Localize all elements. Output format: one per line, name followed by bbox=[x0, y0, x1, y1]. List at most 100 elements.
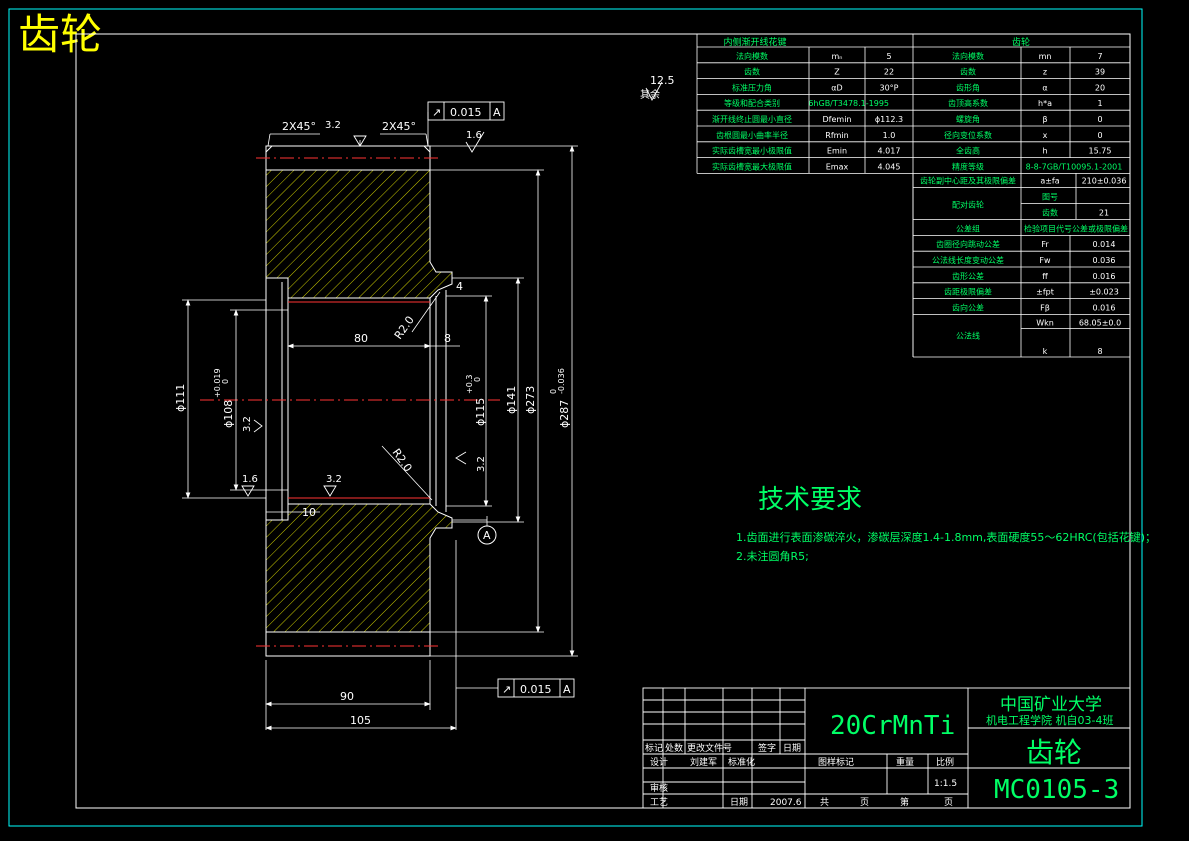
tolerance-row-symbol: ff bbox=[1042, 272, 1048, 281]
tb-label-mark: 标记 bbox=[645, 742, 663, 754]
dim-len4: 4 bbox=[456, 280, 463, 293]
tb-college: 机电工程学院 机自03-4班 bbox=[986, 713, 1113, 727]
gear-row-label: 齿形角 bbox=[956, 82, 980, 92]
tb-label-process: 工艺 bbox=[650, 797, 668, 808]
tolerance-header-items: 检验项目代号公差或极限偏差 bbox=[1024, 223, 1128, 233]
dim-len80: 80 bbox=[354, 332, 368, 345]
tb-label-page: 页 bbox=[860, 797, 869, 808]
spline-row-symbol: mₙ bbox=[832, 52, 843, 61]
gear-row-value: 20 bbox=[1095, 83, 1105, 92]
dim-d108-tol-up: +0.019 bbox=[213, 368, 222, 398]
tb-designer: 刘建军 bbox=[690, 756, 717, 768]
tb-label-stage: 图样标记 bbox=[818, 756, 854, 768]
gear-row-label: 法向模数 bbox=[952, 51, 984, 61]
spline-row-value: 30°P bbox=[879, 83, 898, 92]
tb-date-value: 2007.6 bbox=[770, 798, 802, 808]
gear-row-symbol: α bbox=[1042, 83, 1047, 92]
tolerance-bottom-value: 0.015 bbox=[520, 683, 552, 696]
tb-label-scale: 比例 bbox=[936, 756, 954, 768]
tb-drawing-no: MC0105-3 bbox=[994, 775, 1119, 805]
tb-label-page2: 页 bbox=[944, 797, 953, 808]
tolerance-top-datum: A bbox=[493, 106, 501, 119]
tb-label-review: 审核 bbox=[650, 782, 668, 794]
dim-d141: ϕ141 bbox=[505, 386, 518, 414]
gear-row-label: 齿数 bbox=[960, 67, 976, 77]
dim-d108: ϕ108 bbox=[222, 400, 235, 428]
common-normal-k-value: 8 bbox=[1097, 347, 1102, 356]
gear-row-value: 0 bbox=[1097, 131, 1102, 140]
spline-row-symbol: 6hGB/T3478.1-1995 bbox=[808, 99, 889, 108]
gear-row-symbol: h*a bbox=[1038, 99, 1052, 108]
spline-row-label: 齿数 bbox=[744, 67, 760, 77]
dim-d273: ϕ273 bbox=[524, 386, 537, 414]
mating-gear-teeth-label: 齿数 bbox=[1042, 207, 1058, 217]
tolerance-row-label: 齿圈径向跳动公差 bbox=[936, 239, 1000, 249]
dim-d111: ϕ111 bbox=[174, 384, 187, 412]
gear-row-symbol: mn bbox=[1039, 52, 1052, 61]
spline-row-label: 实际齿槽宽最小极限值 bbox=[712, 146, 792, 156]
gear-row-value: 7 bbox=[1097, 52, 1102, 61]
dimension-lines bbox=[182, 112, 578, 731]
gear-row-symbol: β bbox=[1042, 115, 1047, 124]
spline-row-label: 渐开线终止圆最小直径 bbox=[712, 114, 792, 124]
tolerance-top-value: 0.015 bbox=[450, 106, 482, 119]
spline-row-label: 齿根圆最小曲率半径 bbox=[716, 130, 788, 140]
spline-row-value: 22 bbox=[884, 68, 894, 77]
roughness-side-top: 1.6 bbox=[466, 130, 482, 141]
gear-row-label: 径向变位系数 bbox=[944, 130, 992, 140]
spline-row-symbol: αD bbox=[831, 83, 842, 92]
dimension-texts: 2X45° 2X45° 3.2 1.6 其余 12.5 ϕ111 ϕ108 +0… bbox=[174, 74, 675, 727]
chamfer-left-label: 2X45° bbox=[282, 120, 316, 133]
dim-d108-tol-low: 0 bbox=[221, 379, 230, 384]
common-normal-k: k bbox=[1043, 347, 1048, 356]
spline-row-value: 4.017 bbox=[878, 147, 901, 156]
tolerance-row-value: 0.036 bbox=[1093, 256, 1116, 265]
spline-row-symbol: Z bbox=[834, 68, 840, 77]
outer-border bbox=[8, 8, 1143, 827]
datum-circle bbox=[477, 525, 497, 545]
dim-d115-tol-up: +0.3 bbox=[465, 375, 474, 394]
spline-row-symbol: Emin bbox=[827, 147, 847, 156]
gear-row-symbol: z bbox=[1043, 68, 1047, 77]
gear-section bbox=[200, 145, 500, 657]
inner-frame bbox=[75, 33, 1131, 809]
center-distance-label: 齿轮副中心距及其极限偏差 bbox=[920, 175, 1016, 185]
tolerance-header-group: 公差组 bbox=[956, 223, 980, 233]
tb-label-sign: 签字 bbox=[758, 742, 776, 754]
gear-row-label: 齿顶高系数 bbox=[948, 98, 988, 108]
gear-row-value: 0 bbox=[1097, 115, 1102, 124]
gear-row-label: 螺旋角 bbox=[956, 114, 980, 124]
tb-label-change-doc: 更改文件号 bbox=[687, 742, 732, 754]
dim-d115: ϕ115 bbox=[474, 398, 487, 426]
gear-table-title: 齿轮 bbox=[1012, 36, 1030, 48]
tolerance-row-value: 0.016 bbox=[1093, 303, 1116, 312]
bore bbox=[287, 297, 431, 505]
tb-label-date: 日期 bbox=[783, 743, 801, 754]
roughness-bore-bottom-left: 1.6 bbox=[242, 474, 258, 485]
tech-requirements-title: 技术要求 bbox=[758, 485, 862, 515]
tolerance-row-symbol: Fw bbox=[1039, 256, 1051, 265]
tolerance-row-label: 齿形公差 bbox=[952, 271, 984, 281]
gear-row-label: 全齿高 bbox=[956, 146, 980, 156]
roughness-symbols bbox=[241, 81, 663, 497]
tb-part-name: 齿轮 bbox=[1026, 736, 1082, 769]
tech-requirement-1: 1.齿面进行表面渗碳淬火，渗碳层深度1.4-1.8mm,表面硬度55～62HRC… bbox=[736, 530, 1156, 544]
tolerance-row-label: 齿距极限偏差 bbox=[944, 287, 992, 297]
tech-requirement-2: 2.未注圆角R5; bbox=[736, 549, 809, 563]
chamfer-right-label: 2X45° bbox=[382, 120, 416, 133]
tb-label-total: 共 bbox=[820, 797, 829, 808]
tolerance-row-symbol: Fr bbox=[1041, 240, 1049, 249]
dim-r2-top: R2.0 bbox=[392, 314, 417, 342]
center-distance-value: 210±0.036 bbox=[1082, 176, 1127, 185]
tb-university: 中国矿业大学 bbox=[1000, 695, 1102, 715]
tolerance-row-value: ±0.023 bbox=[1089, 288, 1119, 297]
roughness-bore-bottom: 3.2 bbox=[326, 474, 342, 485]
dim-d287: ϕ287 bbox=[558, 400, 571, 428]
common-normal-label: 公法线 bbox=[956, 331, 980, 341]
gear-row-value: 15.75 bbox=[1089, 147, 1112, 156]
tolerance-frame-bottom bbox=[497, 678, 575, 698]
tb-label-count: 处数 bbox=[665, 742, 683, 754]
tb-label-date2: 日期 bbox=[730, 797, 748, 808]
gear-row-label: 精度等级 bbox=[952, 161, 984, 171]
